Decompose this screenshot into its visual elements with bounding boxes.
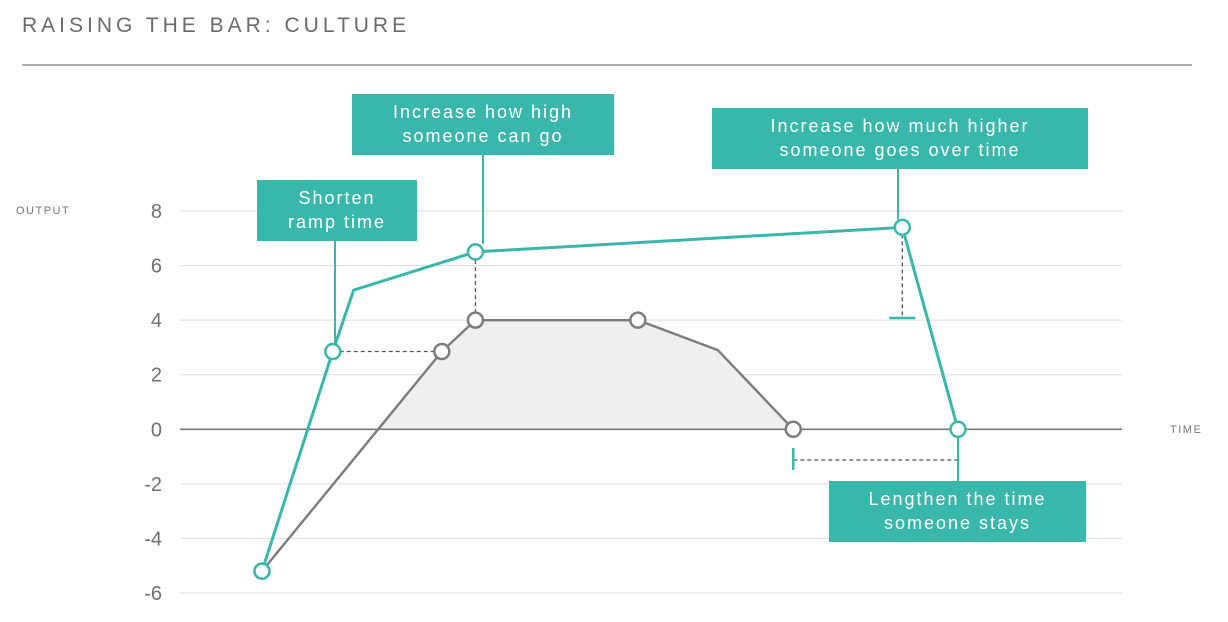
callout-background [829,481,1086,542]
y-tick-label: 4 [151,310,162,332]
title-divider [22,64,1192,66]
y-tick-label: 8 [151,201,162,223]
series-markers [253,218,967,580]
y-tick-label: -2 [144,474,162,496]
y-axis-label: OUTPUT [16,205,70,217]
y-tick-labels: 8 6 4 2 0 -2 -4 -6 [144,201,162,605]
callout-box: Increase how high someone can go [352,94,614,155]
y-tick-label: -6 [144,583,162,605]
callout-text: someone goes over time [779,140,1020,160]
gray-data-point [433,342,451,361]
series-lines [260,225,960,572]
teal-data-point [466,243,485,261]
gray-data-point [784,420,803,439]
y-tick-label: -4 [144,528,162,550]
callout-text: Shorten [298,188,375,208]
teal-series-line [260,225,960,572]
callout-text: ramp time [288,212,386,232]
callout-box: Lengthen the time someone stays [829,481,1086,542]
y-tick-label: 0 [151,419,162,441]
callout-text: Increase how much higher [770,116,1029,136]
teal-data-point [893,218,912,237]
gray-data-point [629,311,647,329]
y-tick-label: 6 [151,256,162,278]
callout-text: Increase how high [393,102,573,122]
teal-data-point [949,420,967,439]
callout-background [257,180,417,241]
page-title: RAISING THE BAR: CULTURE [22,14,411,37]
y-tick-label: 2 [151,365,162,387]
callout-text: someone stays [884,513,1031,533]
gray-series-line [261,318,795,572]
annotation-connectors [332,227,958,470]
callout-text: someone can go [402,126,563,146]
callout-text: Lengthen the time [868,489,1046,509]
x-axis-label: TIME [1170,424,1202,436]
annotation-callouts: Shorten ramp time Increase how high someone… [257,94,1088,542]
callout-box: Shorten ramp time [257,180,417,241]
teal-data-point [324,342,342,361]
callout-background [712,108,1088,169]
gray-data-point [466,311,485,329]
teal-data-point [253,562,271,580]
callout-background [352,94,614,155]
callout-box: Increase how much higher someone goes ove… [712,108,1088,169]
gray-series-area [378,320,794,430]
